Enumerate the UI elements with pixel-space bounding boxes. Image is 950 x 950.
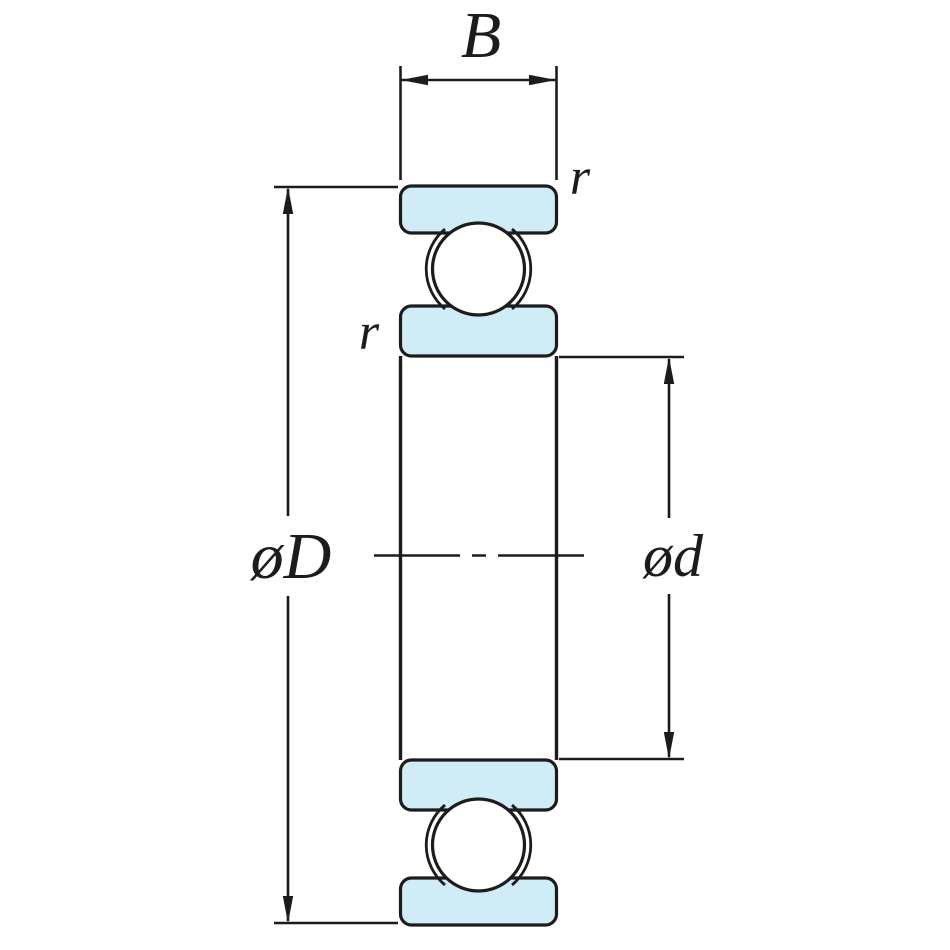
ball-bottom <box>430 797 527 893</box>
dim-od-arrow-up-icon <box>282 187 294 214</box>
ball-top <box>430 221 527 317</box>
label-radius-top-right: r <box>570 149 591 206</box>
bearing-section <box>398 184 559 927</box>
dim-b-arrow-left-icon <box>401 74 428 86</box>
label-radius-mid-left: r <box>359 304 380 361</box>
dim-id-arrow-down-icon <box>663 732 675 759</box>
dim-b-arrow-right-icon <box>529 74 556 86</box>
label-outer-diameter: øD <box>250 520 332 593</box>
race-shoulder-bottom-right <box>511 803 533 887</box>
race-shoulder-bottom-left <box>424 803 446 887</box>
dimension-width-B: B <box>399 0 558 180</box>
dimension-bore-diameter: ød <box>559 355 704 761</box>
race-shoulder-top-left <box>424 227 446 311</box>
dim-od-arrow-down-icon <box>282 896 294 923</box>
label-bore-diameter: ød <box>642 523 704 589</box>
label-width-B: B <box>461 0 501 72</box>
dim-id-arrow-up-icon <box>663 357 675 384</box>
race-shoulder-top-right <box>511 227 533 311</box>
dimension-outer-diameter: øD <box>250 185 398 925</box>
